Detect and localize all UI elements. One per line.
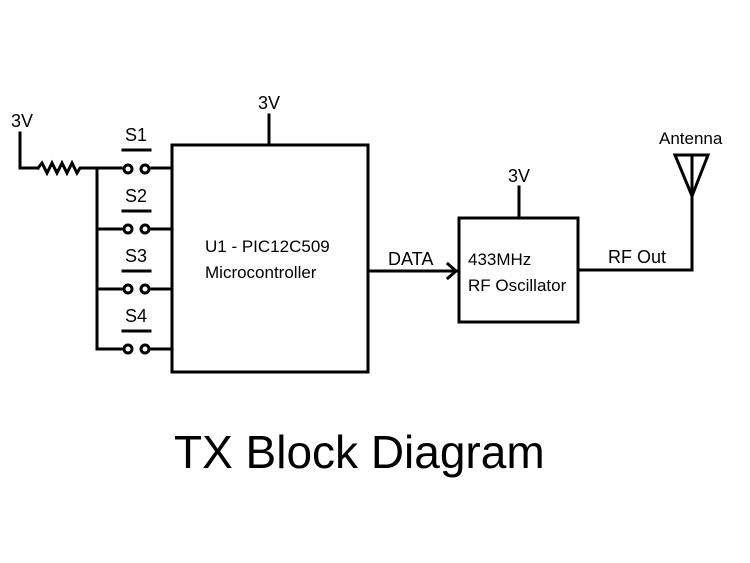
mcu-label-line1: U1 - PIC12C509	[205, 237, 330, 256]
rf-oscillator-block[interactable]	[457, 216, 580, 324]
switch-s2[interactable]	[95, 209, 174, 235]
data-signal-label: DATA	[388, 249, 433, 269]
rf-label-line1: 433MHz	[468, 250, 531, 269]
switch-label-s3: S3	[125, 246, 147, 266]
switch-s3[interactable]	[95, 269, 174, 295]
mcu-label-line2: Microcontroller	[205, 263, 317, 282]
rf-out-label: RF Out	[608, 247, 666, 267]
antenna-label: Antenna	[659, 129, 723, 148]
supply-wire	[18, 131, 40, 170]
data-arrow-icon	[445, 261, 459, 281]
switch-label-s2: S2	[125, 186, 147, 206]
switch-label-s4: S4	[125, 306, 147, 326]
rf-supply-label: 3V	[508, 166, 530, 186]
supply-label: 3V	[11, 111, 33, 131]
rf-label-line2: RF Oscillator	[468, 276, 567, 295]
resistor-symbol	[35, 159, 99, 177]
switch-label-s1: S1	[125, 125, 147, 145]
antenna-icon	[672, 153, 711, 201]
mcu-supply-label: 3V	[258, 93, 280, 113]
diagram-title: TX Block Diagram	[174, 426, 545, 478]
switch-s4[interactable]	[95, 329, 174, 355]
microcontroller-block[interactable]	[170, 143, 370, 374]
rf-out-wire	[576, 194, 694, 272]
switch-s1[interactable]	[95, 148, 174, 175]
